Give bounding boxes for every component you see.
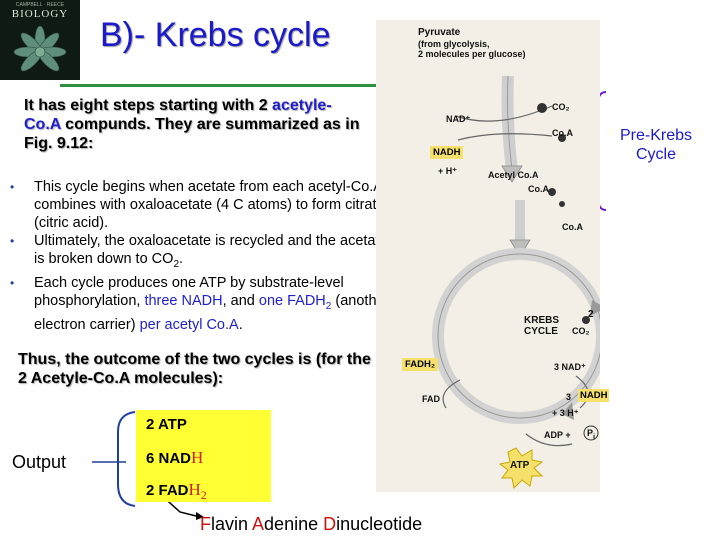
book-cover-image: CAMPBELL · REECE BIOLOGY xyxy=(0,0,80,80)
bullet-subscript: 2 xyxy=(173,258,179,270)
output-fadh-h: H xyxy=(188,480,201,499)
intro-text-2: compunds. They are summarized as in Fig.… xyxy=(24,116,360,152)
pyruvate-note-2: 2 molecules per glucose) xyxy=(418,49,526,59)
fad-letter-d: D xyxy=(323,514,337,534)
atp-label: ATP xyxy=(510,460,530,471)
output-label: Output xyxy=(12,452,67,472)
coa-mid-label: Co.A xyxy=(562,222,583,232)
bullet-icon: • xyxy=(10,234,15,248)
bullet-subscript: 2 xyxy=(325,300,332,312)
book-cover-subtitle: CAMPBELL · REECE xyxy=(15,2,65,8)
bullet-item: • Ultimately, the oxaloacetate is recycl… xyxy=(10,232,402,274)
pyruvate-label: Pyruvate xyxy=(418,27,461,38)
bullet-item: • This cycle begins when acetate from ea… xyxy=(10,178,402,232)
fad-word-denine: denine xyxy=(264,514,324,534)
pi-subscript: i xyxy=(593,431,596,441)
three-nad-label: 3 NAD⁺ xyxy=(554,362,586,372)
output-box: 2 ATP 6 NADH 2 FADH2 xyxy=(136,410,271,502)
output-atp: 2 ATP xyxy=(146,416,187,433)
pre-krebs-label: Pre-Krebs Cycle xyxy=(619,127,693,163)
diagram-arrows xyxy=(432,75,600,490)
bullet-text: Ultimately, the oxaloacetate is recycled… xyxy=(34,233,388,267)
output-left-brace xyxy=(117,411,136,507)
nadh-right-label: NADH xyxy=(578,389,610,402)
output-fadh-sub: 2 xyxy=(200,488,207,502)
per-acetyl-coa-text: per acetyl Co.A xyxy=(139,316,239,333)
output-nadh-h: H xyxy=(191,448,204,467)
bullet-text-end: . xyxy=(238,316,243,333)
intro-paragraph: It has eight steps starting with 2 acety… xyxy=(24,96,384,153)
pi-letter: P xyxy=(587,428,594,438)
fadh2-label: FADH₂ xyxy=(402,358,439,371)
fad-word-lavin: lavin xyxy=(211,514,253,534)
bullet-text: Each cycle produces one ATP by substrate… xyxy=(34,274,344,309)
fad-letter-a: A xyxy=(252,514,265,534)
bullet-item: • Each cycle produces one ATP by substra… xyxy=(10,274,402,334)
fad-full-name: Flavin Adenine Dinucleotide xyxy=(200,514,422,535)
one-fadh-text: one FADH xyxy=(258,292,326,309)
coa-top-label: Co.A xyxy=(552,128,573,138)
co2-top-label: CO₂ xyxy=(552,102,570,112)
output-fadh-prefix: 2 FAD xyxy=(146,482,189,499)
bullet-text-mid2: (another electron carrier) xyxy=(34,292,390,333)
fad-label: FAD xyxy=(422,394,440,404)
bullet-text: This cycle begins when acetate from each… xyxy=(34,179,385,231)
two-label: 2 xyxy=(588,309,594,320)
three-label: 3 xyxy=(566,392,572,402)
fad-letter-f: F xyxy=(200,514,211,534)
cycle-label: CYCLE xyxy=(524,326,558,337)
nadh-top-label: NADH xyxy=(430,146,464,159)
title-underline xyxy=(60,84,378,87)
krebs-label: KREBS xyxy=(524,315,560,326)
intro-acetyle: acetyle- xyxy=(272,97,332,114)
bullet-text-mid: , and xyxy=(222,292,259,309)
fad-word-inucleotide: inucleotide xyxy=(336,514,423,534)
acetyl-coa-sub-label: Co.A xyxy=(528,184,549,194)
bullet-icon: • xyxy=(10,275,15,290)
pyruvate-note-1: (from glycolysis, xyxy=(418,39,490,49)
outcome-paragraph: Thus, the outcome of the two cycles is (… xyxy=(18,351,371,387)
bullet-icon: • xyxy=(10,180,15,194)
slide-title: B)- Krebs cycle xyxy=(100,16,331,54)
three-nadh-text: three NADH xyxy=(144,292,223,309)
pi-label: Pi xyxy=(587,428,595,442)
bullet-list: • This cycle begins when acetate from ea… xyxy=(10,178,402,334)
output-fadh2: 2 FADH2 xyxy=(146,480,207,503)
three-h-label: + 3 H⁺ xyxy=(552,408,579,418)
h-plus-label: + H⁺ xyxy=(438,166,458,176)
nad-plus-label: NAD⁺ xyxy=(446,114,471,124)
output-nadh: 6 NADH xyxy=(146,448,203,468)
succulent-plant-icon xyxy=(13,25,67,72)
adp-label: ADP + xyxy=(544,430,571,440)
co2-right-label: CO₂ xyxy=(572,326,590,336)
acetyl-coa-label: Acetyl Co.A xyxy=(488,170,539,180)
arrowhead-icon xyxy=(196,512,204,520)
book-cover-title: BIOLOGY xyxy=(11,8,69,20)
output-nadh-prefix: 6 NAD xyxy=(146,450,192,467)
intro-coa: Co.A xyxy=(24,116,61,133)
krebs-cycle-diagram: Pyruvate (from glycolysis, 2 molecules p… xyxy=(376,20,610,492)
bullet-text-end: . xyxy=(179,251,184,267)
intro-text-1: It has eight steps starting with 2 xyxy=(24,97,273,114)
